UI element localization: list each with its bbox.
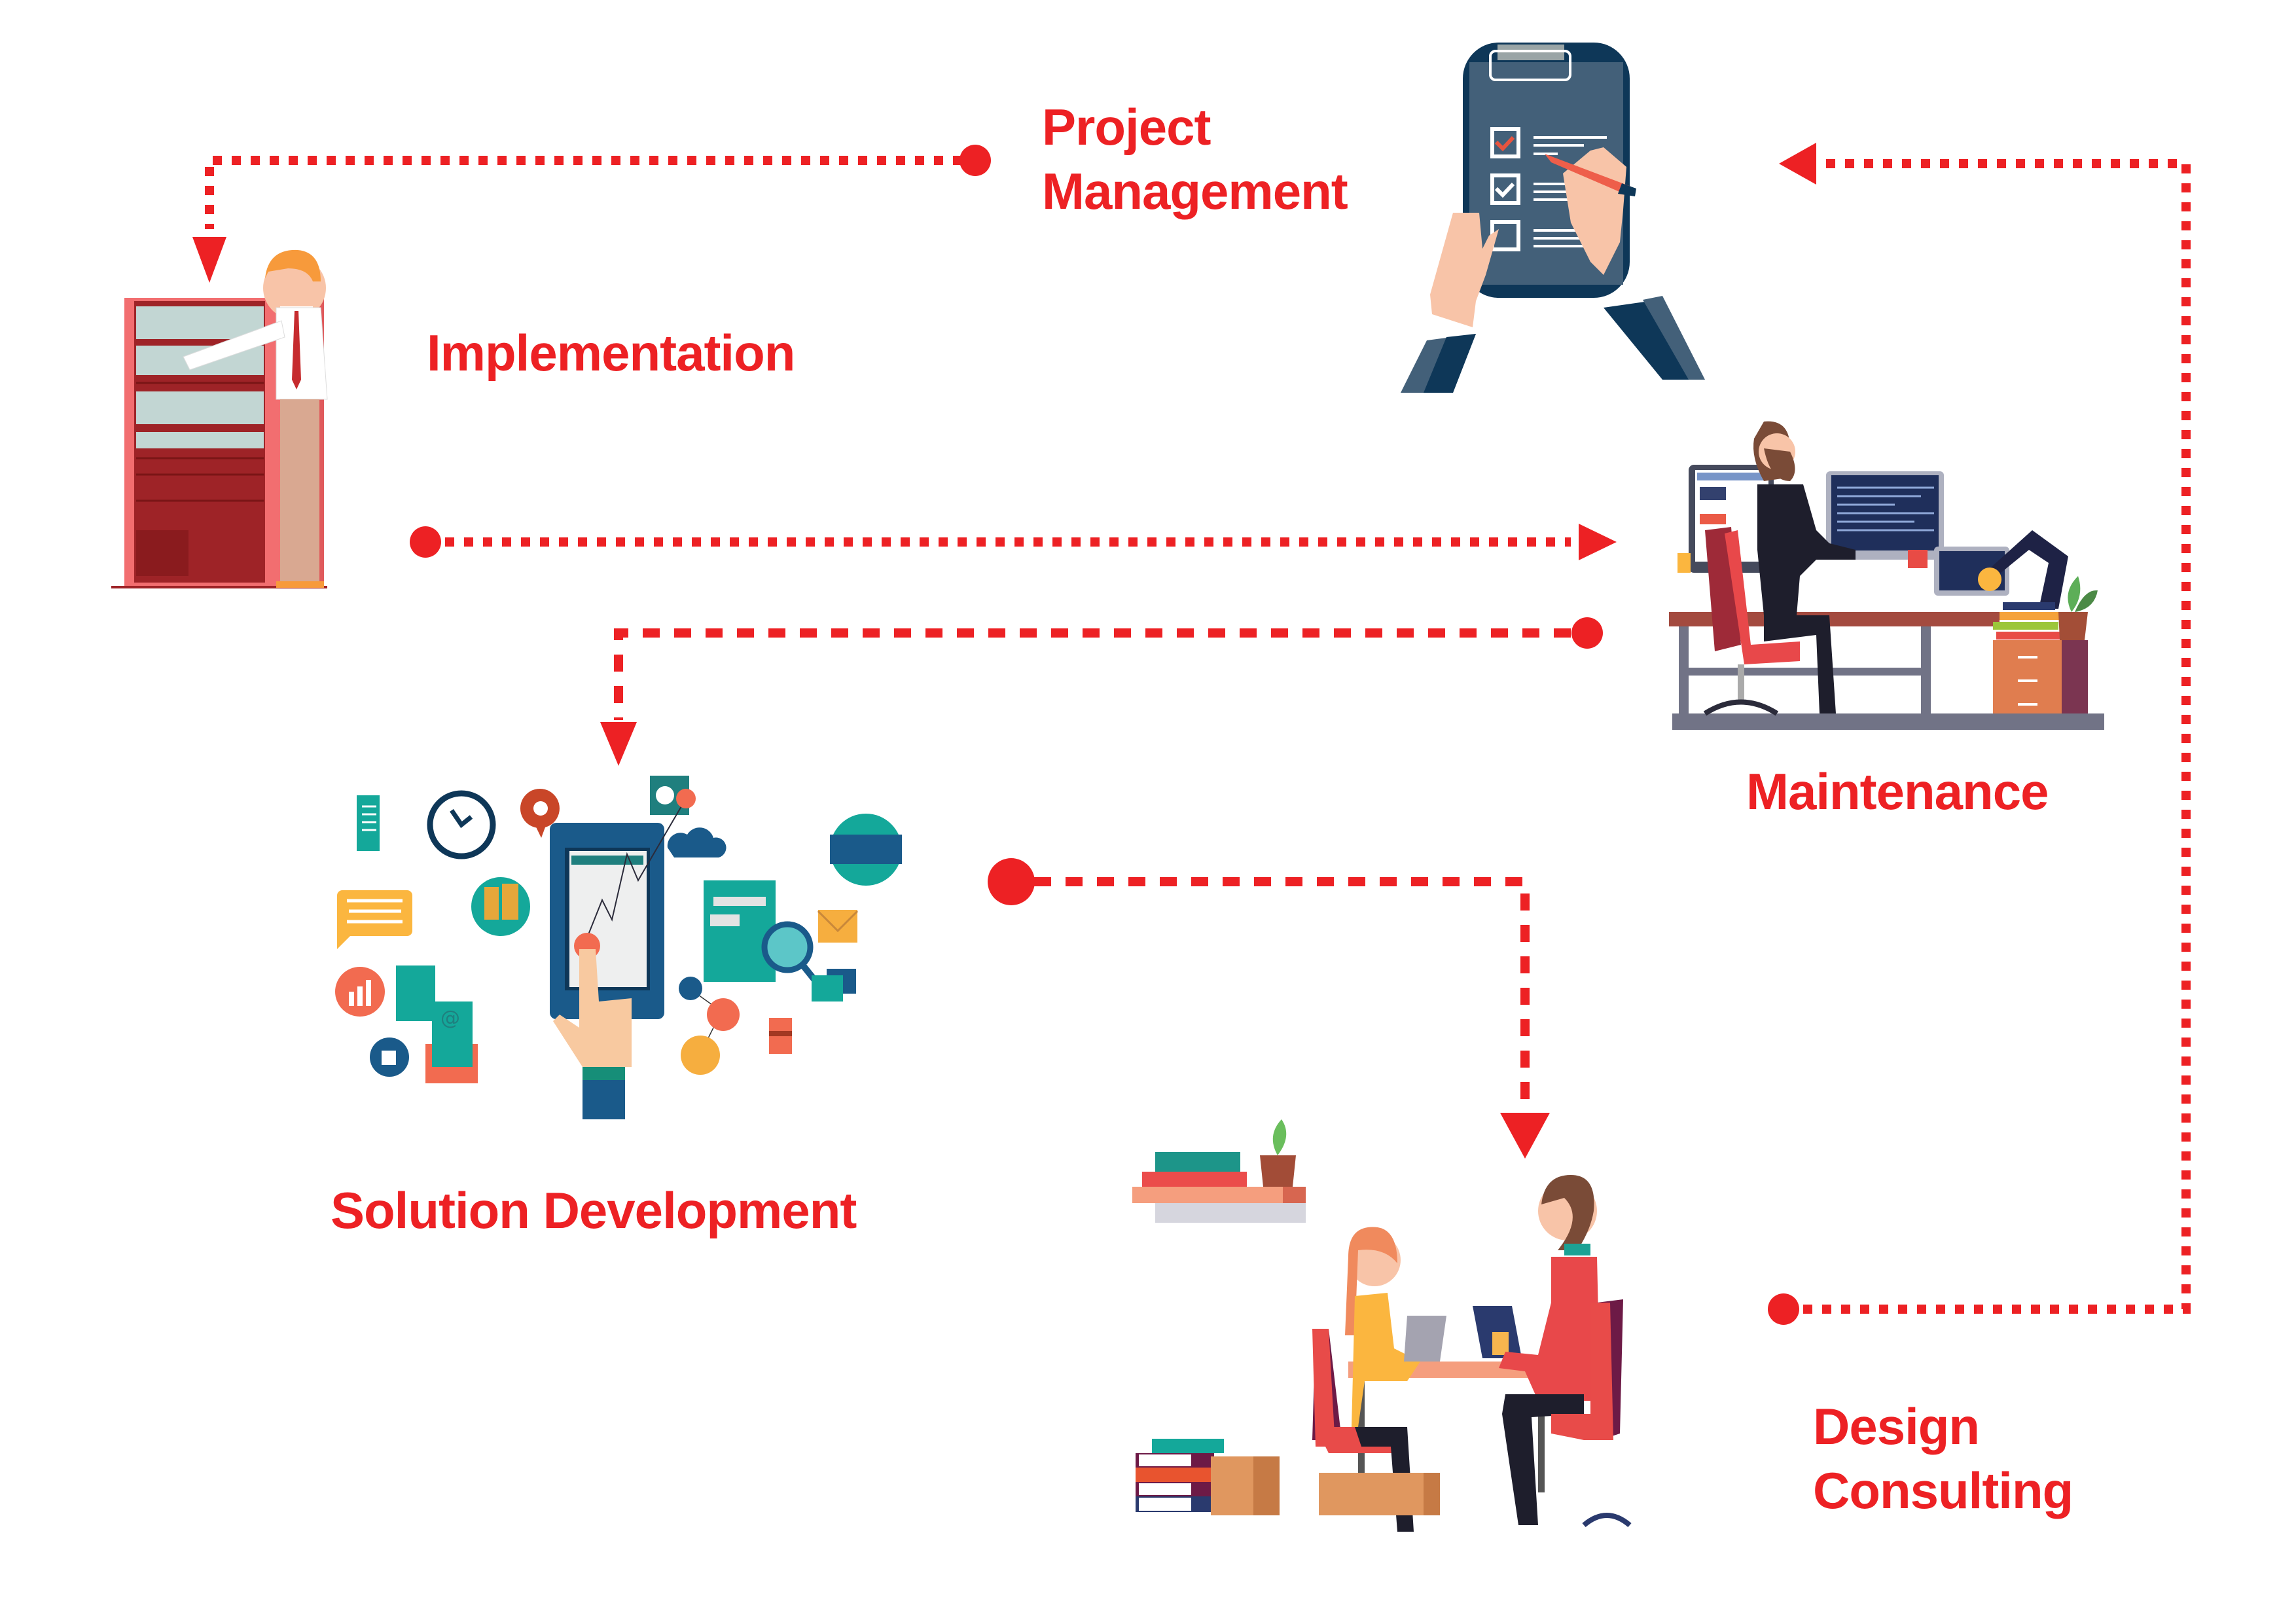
- thumbs-up-icon: [370, 1038, 409, 1077]
- wall-shelf-icon: [1132, 1119, 1306, 1223]
- chat-bubbles-icon: [812, 969, 856, 1001]
- connector-maintenance-to-solution-development: [600, 617, 1603, 766]
- book-stack-icon: [1136, 1439, 1224, 1512]
- svg-text:@: @: [440, 1007, 460, 1030]
- connector-design-consulting-to-project-management: [1768, 143, 2191, 1325]
- connector-start-dot: [410, 526, 441, 558]
- server-rack-engineer-icon: [111, 249, 328, 588]
- connector-implementation-to-maintenance: [410, 524, 1617, 560]
- arrow-right-icon: [1579, 524, 1617, 560]
- arrow-down-icon: [1500, 1113, 1550, 1159]
- toggle-circle-icon: [830, 814, 902, 886]
- connector-start-dot: [1571, 617, 1603, 649]
- user-network-icon: [679, 977, 740, 1075]
- connector-pm-to-implementation: [192, 145, 991, 283]
- stage-label-design-consulting: Design Consulting: [1813, 1398, 2073, 1519]
- location-pin-icon: [520, 789, 560, 838]
- clipboard-checklist-icon: [1401, 43, 1705, 393]
- consulting-meeting-icon: [1132, 1119, 1632, 1532]
- connector-start-dot: [1768, 1293, 1799, 1325]
- connector-start-dot: [988, 858, 1035, 905]
- digital-solutions-icon: @: [335, 776, 902, 1119]
- envelope-icon: [817, 910, 859, 943]
- stage-label-project-management: Project Management: [1042, 98, 1348, 220]
- arrow-left-icon: [1779, 143, 1816, 185]
- cloud-icon: [667, 827, 726, 857]
- connector-solution-development-to-design-consulting: [988, 858, 1550, 1159]
- email-letter-icon: @: [396, 965, 478, 1083]
- speech-bubble-icon: [337, 890, 412, 949]
- stage-label-maintenance: Maintenance: [1746, 763, 2049, 820]
- developer-desk-icon: [1669, 421, 2104, 730]
- pointing-hand-icon: [553, 933, 632, 1119]
- document-icon: [357, 795, 380, 851]
- connector-start-dot: [960, 145, 991, 176]
- coffee-mug-icon: [769, 1018, 792, 1054]
- web-page-icon: [704, 880, 776, 982]
- stage-label-solution-development: Solution Development: [331, 1182, 857, 1239]
- smartphone-icon: [550, 789, 696, 1019]
- camera-icon: [650, 776, 689, 815]
- arrow-down-icon: [600, 722, 637, 766]
- arrow-down-icon: [192, 237, 226, 283]
- clock-icon: [427, 790, 496, 859]
- stage-label-implementation: Implementation: [427, 324, 795, 382]
- bar-chart-icon: [335, 967, 385, 1017]
- coins-icon: [471, 877, 530, 936]
